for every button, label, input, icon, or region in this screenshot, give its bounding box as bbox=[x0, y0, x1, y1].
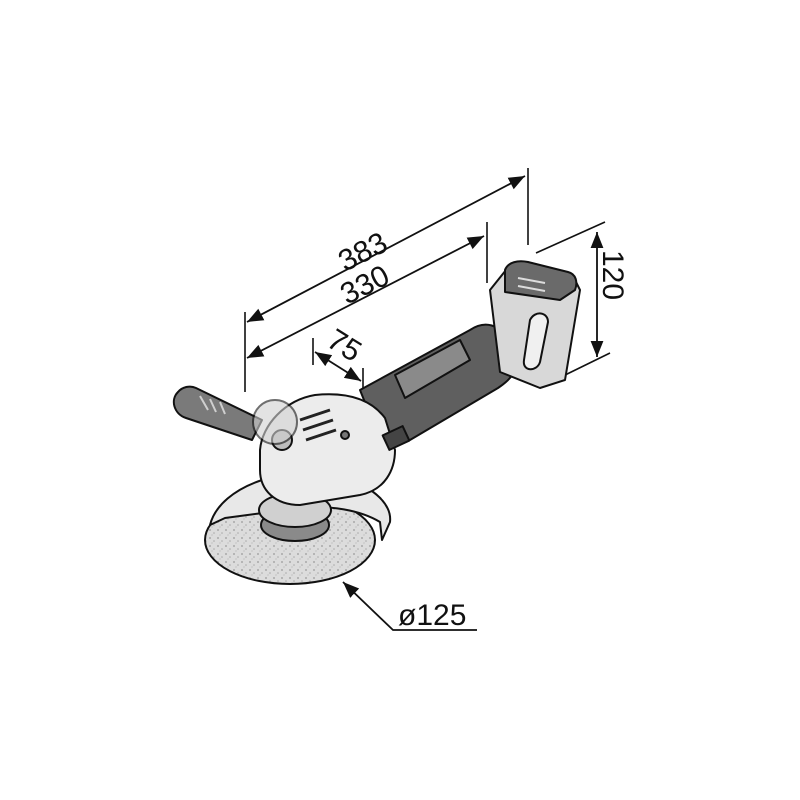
dimension-label-disc-diameter: ø125 bbox=[398, 599, 466, 632]
dimension-label-height: 120 bbox=[596, 250, 629, 300]
dimension-lines bbox=[246, 175, 604, 631]
dimension-label-head-length: 75 bbox=[321, 323, 367, 369]
battery-pack bbox=[489, 260, 581, 389]
side-handle bbox=[172, 385, 263, 441]
angle-grinder-illustration bbox=[172, 260, 581, 585]
